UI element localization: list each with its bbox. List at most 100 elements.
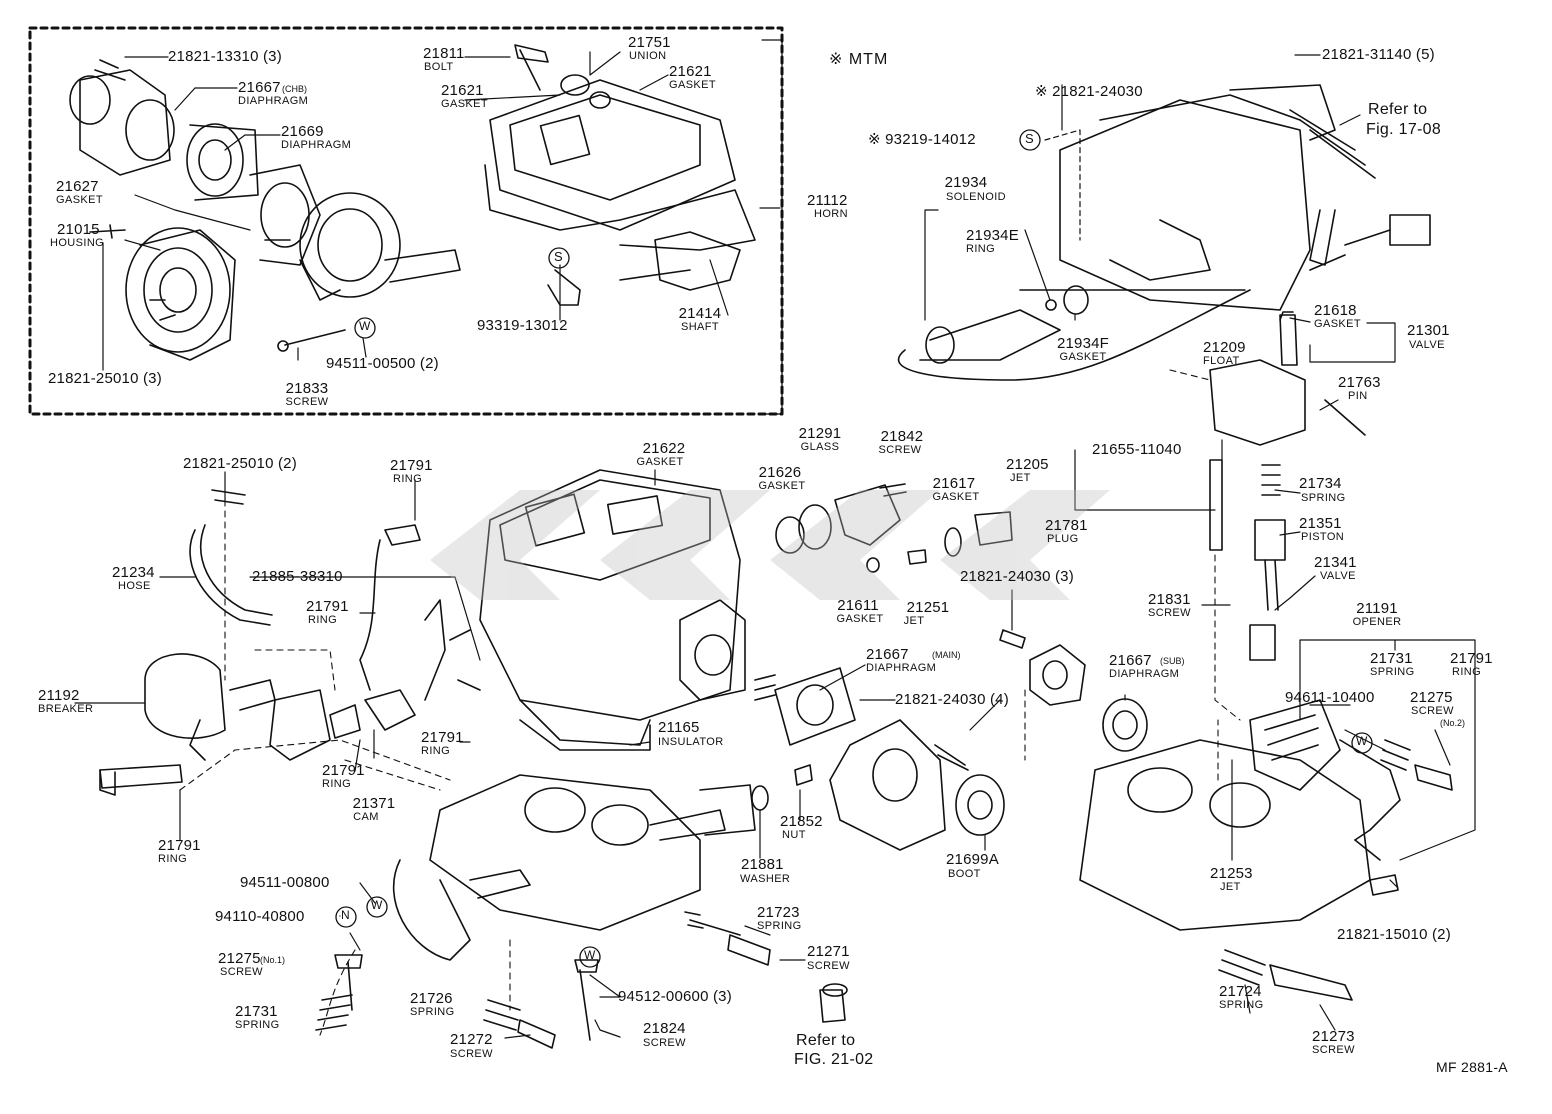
part-number: 21301 xyxy=(1407,322,1450,339)
part-number: 21667 xyxy=(238,79,281,96)
part-name: WASHER xyxy=(740,873,791,885)
float-chamber-drawing xyxy=(897,84,1431,446)
part-number: 21699A xyxy=(946,851,999,868)
marker-s: S xyxy=(554,249,563,264)
part-name: CAM xyxy=(353,811,379,823)
part-variant: (No.1) xyxy=(260,955,286,965)
part-name: SCREW xyxy=(643,1037,686,1049)
part-name: HOSE xyxy=(118,580,151,592)
part-name: FLOAT xyxy=(1203,355,1240,367)
part-number: 21821-31140 (5) xyxy=(1322,46,1435,63)
part-number: 21821-24030 (4) xyxy=(895,691,1009,708)
watermark xyxy=(430,490,1110,600)
part-number: 21821-15010 (2) xyxy=(1337,926,1451,943)
diaphragm-parts-drawing xyxy=(144,644,1148,851)
part-number: 21621 xyxy=(669,63,712,80)
part-number: 21291 xyxy=(798,425,842,442)
part-name: SCREW xyxy=(807,960,850,972)
part-name: SPRING xyxy=(410,1006,455,1018)
part-name: HORN xyxy=(814,208,848,220)
part-number: 21791 xyxy=(322,762,365,779)
marker-s: S xyxy=(1025,131,1034,146)
part-number: 21726 xyxy=(410,990,453,1007)
marker-n: N xyxy=(341,908,350,922)
part-number: 21622 xyxy=(642,440,686,457)
part-number: 21934E xyxy=(966,227,1019,244)
part-number: 21272 xyxy=(450,1031,493,1048)
part-name: GASKET xyxy=(932,491,980,503)
part-number: 21273 xyxy=(1312,1028,1355,1045)
air-horn-drawing xyxy=(484,44,756,306)
part-number: 94611-10400 xyxy=(1285,689,1375,706)
part-name: GASKET xyxy=(56,194,104,206)
circled-markers xyxy=(335,129,1373,968)
part-name: SCREW xyxy=(1148,607,1191,619)
part-number: 21112 xyxy=(807,192,848,209)
reference-fig-17-08-line1: Refer to xyxy=(1368,101,1428,118)
part-number: 21791 xyxy=(158,837,201,854)
part-number: 21414 xyxy=(678,305,722,322)
part-number: 21271 xyxy=(807,943,850,960)
part-name: VALVE xyxy=(1409,339,1445,351)
assembly-guides xyxy=(179,369,1241,1036)
part-name: GASKET xyxy=(636,456,684,468)
part-number: 21791 xyxy=(306,598,349,615)
part-number: 21205 xyxy=(1006,456,1049,473)
part-variant: (SUB) xyxy=(1160,656,1185,666)
part-number: 21724 xyxy=(1219,983,1262,1000)
marker-w: W xyxy=(359,319,371,333)
part-number: 21824 xyxy=(643,1020,686,1037)
part-name: PLUG xyxy=(1047,533,1079,545)
part-name: RING xyxy=(421,745,451,757)
part-name: RING xyxy=(308,614,338,626)
part-number: 21781 xyxy=(1045,517,1088,534)
part-number: 21934F xyxy=(1056,335,1110,352)
part-number: 21852 xyxy=(780,813,823,830)
part-number: 21192 xyxy=(38,687,80,704)
part-number: 21842 xyxy=(880,428,924,445)
part-name: HOUSING xyxy=(50,237,105,249)
part-number: 21234 xyxy=(112,564,155,581)
part-number: 21015 xyxy=(57,221,100,238)
part-number: 21626 xyxy=(758,464,802,481)
part-name: GASKET xyxy=(836,613,884,625)
part-number: 21885-38310 xyxy=(252,568,343,585)
part-number: 21667 xyxy=(866,646,909,663)
part-number: 21791 xyxy=(421,729,464,746)
part-number: 21371 xyxy=(352,795,396,812)
leader-lines xyxy=(74,51,1476,1039)
part-number: 21821-25010 (3) xyxy=(48,370,162,387)
part-name: JET xyxy=(1220,881,1241,893)
part-name: BOLT xyxy=(424,61,454,73)
lower-body-drawing xyxy=(1079,699,1401,931)
part-name: INSULATOR xyxy=(658,736,724,748)
part-number: 21611 xyxy=(837,597,879,614)
part-number: 21833 xyxy=(285,380,329,397)
part-name: SPRING xyxy=(1301,492,1346,504)
part-name: SCREW xyxy=(450,1048,493,1060)
part-name: SHAFT xyxy=(680,321,720,333)
part-name: SCREW xyxy=(878,444,922,456)
part-number: 21621 xyxy=(441,82,484,99)
part-name: RING xyxy=(1452,666,1482,678)
part-number: 21821-25010 (2) xyxy=(183,455,297,472)
part-name: PIN xyxy=(1348,390,1368,402)
part-name: SCREW xyxy=(1411,705,1454,717)
part-name: SCREW xyxy=(220,966,263,978)
part-number: ※ 93219-14012 xyxy=(868,131,976,148)
part-number: 21617 xyxy=(932,475,976,492)
part-name: OPENER xyxy=(1352,616,1402,628)
part-name: PISTON xyxy=(1301,531,1345,543)
part-number: 21881 xyxy=(741,856,784,873)
part-number: 21811 xyxy=(423,45,465,62)
fasteners-drawing xyxy=(99,459,1453,1049)
part-name: SPRING xyxy=(1219,999,1264,1011)
part-number: 94511-00500 (2) xyxy=(326,355,439,372)
part-name: SPRING xyxy=(235,1019,280,1031)
part-number: 21251 xyxy=(906,599,950,616)
part-number: 21751 xyxy=(628,34,671,51)
part-number: 21791 xyxy=(390,457,433,474)
reference-fig-21-02-line2: FIG. 21-02 xyxy=(794,1051,874,1068)
